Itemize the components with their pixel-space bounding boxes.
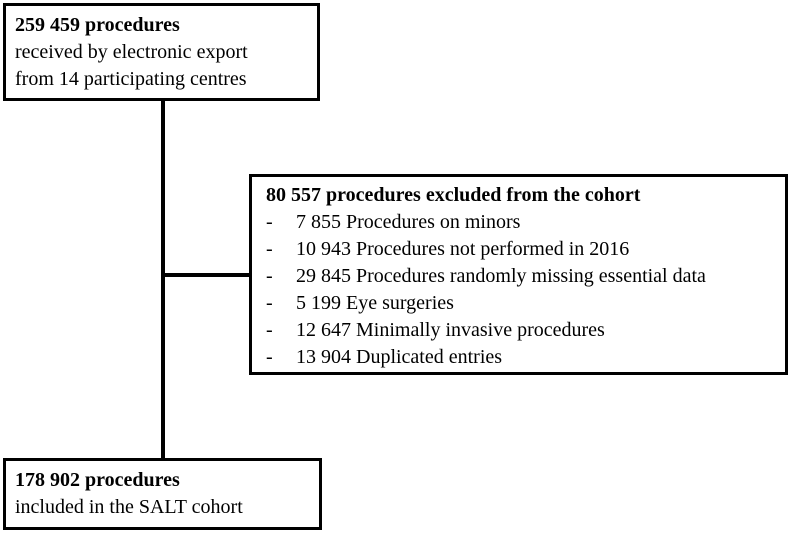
source-description-line1: received by electronic export: [15, 41, 248, 63]
connector-branch-line: [163, 273, 249, 277]
source-description-line2: from 14 participating centres: [15, 68, 247, 90]
exclusion-item-text: 13 904 Duplicated entries: [296, 346, 503, 368]
exclusion-item: - 5 199 Eye surgeries: [266, 290, 779, 317]
exclusion-item-bullet: -: [266, 265, 273, 287]
exclusion-item-bullet: -: [266, 319, 273, 341]
exclusion-item: - 10 943 Procedures not performed in 201…: [266, 236, 779, 263]
exclusion-item-bullet: -: [266, 238, 273, 260]
exclusion-item-bullet: -: [266, 211, 273, 233]
exclusion-item-text: 5 199 Eye surgeries: [296, 292, 454, 314]
source-procedures-box: 259 459 procedures received by electroni…: [3, 3, 320, 101]
exclusion-title: 80 557 procedures excluded from the coho…: [266, 184, 641, 206]
exclusion-list: - 7 855 Procedures on minors - 10 943 Pr…: [266, 209, 779, 371]
exclusion-item-text: 7 855 Procedures on minors: [296, 211, 521, 233]
exclusion-item: - 7 855 Procedures on minors: [266, 209, 779, 236]
exclusion-item-bullet: -: [266, 292, 273, 314]
exclusion-item-bullet: -: [266, 346, 273, 368]
exclusion-item-text: 29 845 Procedures randomly missing essen…: [296, 265, 706, 287]
result-description-line1: included in the SALT cohort: [15, 496, 243, 518]
exclusion-item: - 13 904 Duplicated entries: [266, 344, 779, 371]
exclusion-box: 80 557 procedures excluded from the coho…: [249, 174, 788, 375]
exclusion-item-text: 12 647 Minimally invasive procedures: [296, 319, 605, 341]
connector-vertical-line: [161, 101, 165, 458]
exclusion-item: - 29 845 Procedures randomly missing ess…: [266, 263, 779, 290]
exclusion-item-text: 10 943 Procedures not performed in 2016: [296, 238, 630, 260]
result-cohort-box: 178 902 procedures included in the SALT …: [3, 458, 322, 530]
source-count: 259 459 procedures: [15, 14, 180, 36]
exclusion-item: - 12 647 Minimally invasive procedures: [266, 317, 779, 344]
result-count: 178 902 procedures: [15, 469, 180, 491]
